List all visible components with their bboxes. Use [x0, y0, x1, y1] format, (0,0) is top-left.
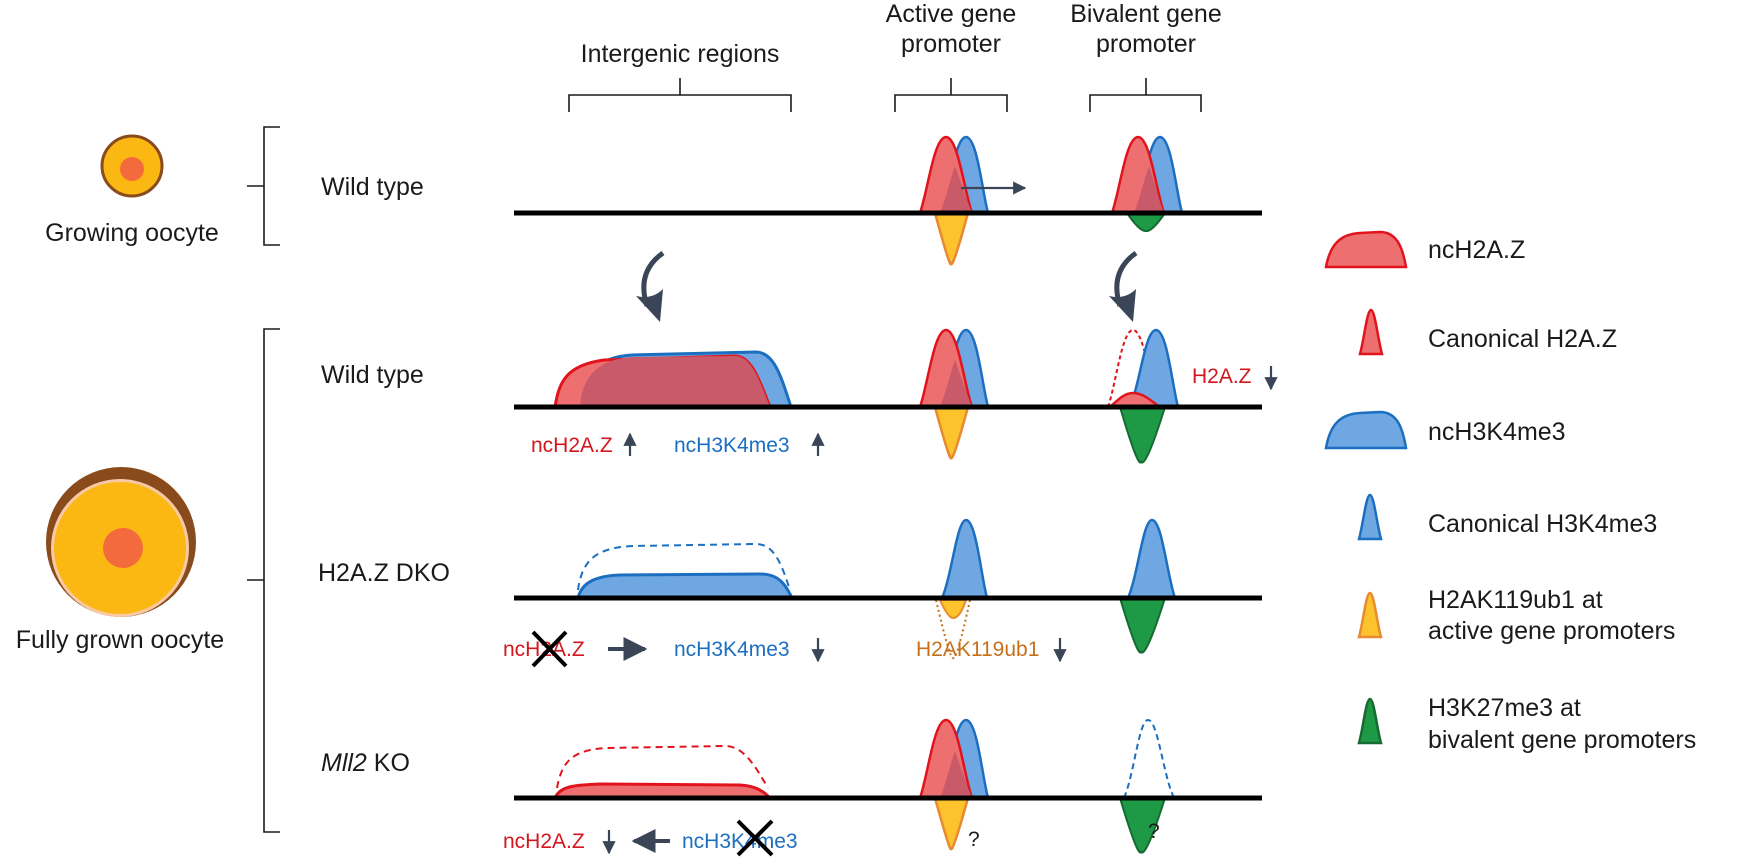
row-h2az-dko — [514, 518, 1262, 660]
bivalent-reduced-h2az-peak — [1106, 391, 1164, 409]
active-overlap — [940, 360, 972, 407]
mll2-ko-suffix: KO — [367, 749, 410, 777]
legend-nch3k4me3-label: ncH3K4me3 — [1428, 418, 1566, 446]
legend-h3k27me3-label-line2: bivalent gene promoters — [1428, 726, 1696, 754]
legend-h3k27me3-swatch — [1357, 697, 1383, 745]
legend-nch3k4me3-swatch — [1324, 410, 1408, 450]
header-bivalent-line1: Bivalent gene — [1070, 0, 1222, 28]
active-lost-h2ak119ub1-outline — [935, 599, 971, 660]
bivalent-canonical-h3k4me3-peak — [1128, 328, 1180, 409]
header-active-line1: Active gene — [886, 0, 1017, 28]
annotation-wt-nch2az: ncH2A.Z — [531, 434, 613, 457]
bivalent-h3k27me3-peak — [1118, 597, 1167, 654]
active-overlap — [940, 166, 972, 213]
annotation-dko-nch3k4me3: ncH3K4me3 — [674, 638, 790, 661]
bracket-growing — [247, 126, 280, 246]
legend-nch2az-swatch — [1324, 230, 1408, 269]
intergenic-overlap — [580, 356, 770, 407]
row-wild-type-growing — [514, 135, 1262, 266]
annotation-dko-nch2az: ncH2A.Z — [503, 638, 585, 661]
annotation-ko-nch3k4me3: ncH3K4me3 — [682, 830, 798, 853]
active-h2ak119ub1-peak — [933, 405, 970, 460]
active-canonical-h3k4me3-peak — [940, 518, 989, 600]
active-h2ak119ub1-peak — [933, 211, 970, 266]
transition-arrowhead-intergenic — [636, 289, 663, 322]
active-overlap — [940, 751, 972, 798]
annotation-wt-nch3k4me3: ncH3K4me3 — [674, 434, 790, 457]
legend-canonical-h2az-swatch — [1358, 308, 1384, 356]
mll2-gene-name: Mll2 — [321, 749, 367, 777]
growing-oocyte-icon — [100, 134, 164, 198]
annotation-active-question: ? — [968, 828, 980, 851]
bracket-fully-grown — [247, 328, 280, 833]
bracket-active — [894, 78, 1008, 112]
header-intergenic: Intergenic regions — [581, 40, 780, 68]
annotation-ko-nch2az: ncH2A.Z — [503, 830, 585, 853]
legend-h2ak119ub1-swatch — [1357, 591, 1383, 639]
row-wild-type-grown — [514, 328, 1262, 464]
row-label-mll2-ko: Mll2 KO — [321, 749, 410, 777]
label-fully-grown-oocyte: Fully grown oocyte — [16, 626, 224, 654]
bivalent-h3k27me3-peak — [1118, 406, 1167, 464]
fully-grown-oocyte-icon — [46, 467, 196, 617]
legend-h2ak119ub1-label-line2: active gene promoters — [1428, 617, 1675, 645]
bivalent-overlap — [1134, 166, 1164, 213]
intergenic-nch3k4me3-reduced-domain — [576, 572, 795, 600]
row-mll2-ko — [514, 718, 1262, 854]
active-h2ak119ub1-peak — [933, 796, 970, 851]
bracket-intergenic — [568, 78, 792, 112]
legend: ncH2A.Z Canonical H2A.Z ncH3K4me3 Canoni… — [1324, 230, 1696, 754]
cross-icon — [531, 630, 568, 668]
intergenic-lost-domain-outline — [556, 744, 769, 789]
row-label-wild-type-growing: Wild type — [321, 173, 424, 201]
legend-canonical-h2az-label: Canonical H2A.Z — [1428, 325, 1617, 353]
cross-icon — [736, 819, 774, 857]
legend-h2ak119ub1-label-line1: H2AK119ub1 at — [1428, 586, 1603, 614]
bivalent-h3k27me3-peak — [1125, 212, 1167, 233]
transition-arrowhead-bivalent — [1109, 289, 1136, 322]
legend-h3k27me3-label-line1: H3K27me3 at — [1428, 694, 1581, 722]
bivalent-canonical-h3k4me3-peak — [1126, 518, 1177, 600]
annotation-wt-h2az: H2A.Z — [1192, 365, 1252, 388]
annotation-bivalent-question: ? — [1148, 820, 1160, 843]
bracket-bivalent — [1089, 78, 1202, 112]
legend-nch2az-label: ncH2A.Z — [1428, 236, 1525, 264]
row-label-wild-type-grown: Wild type — [321, 361, 424, 389]
legend-canonical-h3k4me3-label: Canonical H3K4me3 — [1428, 510, 1657, 538]
intergenic-nch2az-reduced-domain — [552, 782, 774, 800]
bivalent-lost-h3k4me3-outline — [1123, 718, 1175, 799]
active-reduced-h2ak119ub1 — [938, 599, 968, 620]
header-active-line2: promoter — [901, 30, 1001, 58]
label-growing-oocyte: Growing oocyte — [45, 219, 219, 247]
legend-canonical-h3k4me3-swatch — [1357, 493, 1383, 541]
header-bivalent-line2: promoter — [1096, 30, 1196, 58]
annotation-dko-h2ak119ub1: H2AK119ub1 — [916, 638, 1039, 661]
bivalent-h3k27me3-peak — [1118, 797, 1167, 854]
intergenic-lost-domain-outline — [577, 542, 791, 591]
row-label-h2az-dko: H2A.Z DKO — [318, 559, 450, 587]
